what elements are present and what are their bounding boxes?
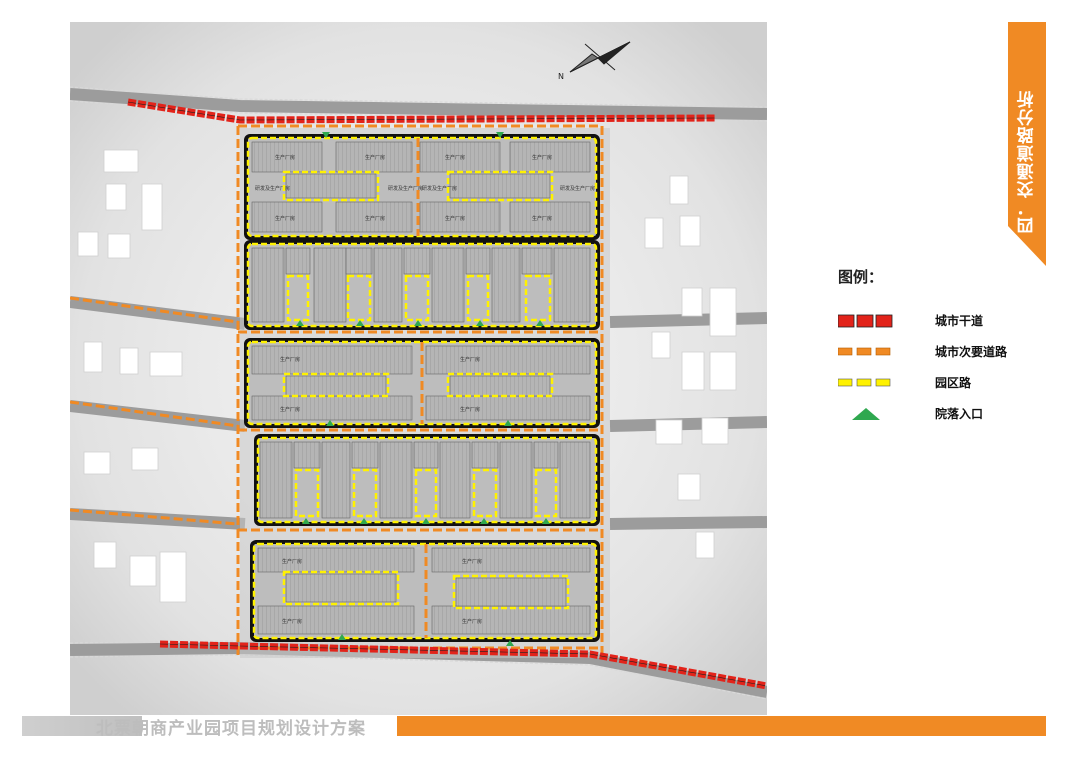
- block-label: 生产厂房: [460, 356, 480, 363]
- legend-label: 城市次要道路: [935, 345, 1008, 359]
- project-title: 北票朝商产业园项目规划设计方案: [96, 719, 366, 739]
- footer-gray-bar: [22, 716, 142, 736]
- block-label: 生产厂房: [532, 154, 552, 161]
- section-tab: 四．交通道路分析: [1008, 22, 1046, 266]
- north-label: N: [558, 72, 564, 81]
- footer-bar: 北票朝商产业园项目规划设计方案: [22, 716, 1046, 739]
- footer-orange-bar: [397, 716, 1046, 736]
- legend-item-city-road: 城市干道: [838, 313, 1008, 344]
- block-label: 生产厂房: [282, 618, 302, 625]
- block-label: 生产厂房: [445, 154, 465, 161]
- block-label: 生产厂房: [365, 215, 385, 222]
- legend-label: 城市干道: [935, 314, 984, 328]
- block-label: 研发及生产厂房: [255, 185, 290, 192]
- block-label: 生产厂房: [365, 154, 385, 161]
- legend-label: 园区路: [935, 376, 972, 390]
- block-label: 研发及生产厂房: [560, 185, 595, 192]
- section-tab-shape: [1008, 22, 1046, 266]
- legend-item-park-road: 园区路: [838, 375, 1008, 406]
- section-title: 四．交通道路分析: [1017, 90, 1038, 234]
- legend: 图例： 城市干道 城市次要道路 园区路 院落入口: [838, 266, 1008, 437]
- legend-item-courtyard-entrance: 院落入口: [838, 406, 1008, 437]
- block-label: 生产厂房: [275, 215, 295, 222]
- red-dashed-road-icon: [838, 314, 893, 328]
- legend-title: 图例：: [838, 268, 884, 286]
- block-label: 生产厂房: [280, 406, 300, 413]
- green-triangle-icon: [852, 408, 880, 420]
- block-label: 研发及生产厂房: [388, 185, 423, 192]
- block-label: 研发及生产厂房: [422, 185, 457, 192]
- legend-item-secondary-road: 城市次要道路: [838, 344, 1008, 375]
- block-label: 生产厂房: [462, 618, 482, 625]
- block-label: 生产厂房: [532, 215, 552, 222]
- legend-label: 院落入口: [935, 407, 984, 421]
- block-label: 生产厂房: [280, 356, 300, 363]
- block-label: 生产厂房: [445, 215, 465, 222]
- block-label: 生产厂房: [282, 558, 302, 565]
- yellow-dashed-road-icon: [838, 378, 891, 387]
- orange-dashed-road-icon: [838, 347, 891, 356]
- block-label: 生产厂房: [275, 154, 295, 161]
- site-plan-map: 生产厂房 生产厂房 生产厂房 生产厂房 生产厂房 生产厂房 生产厂房 生产厂房 …: [70, 22, 767, 715]
- block-label: 生产厂房: [460, 406, 480, 413]
- block-label: 生产厂房: [462, 558, 482, 565]
